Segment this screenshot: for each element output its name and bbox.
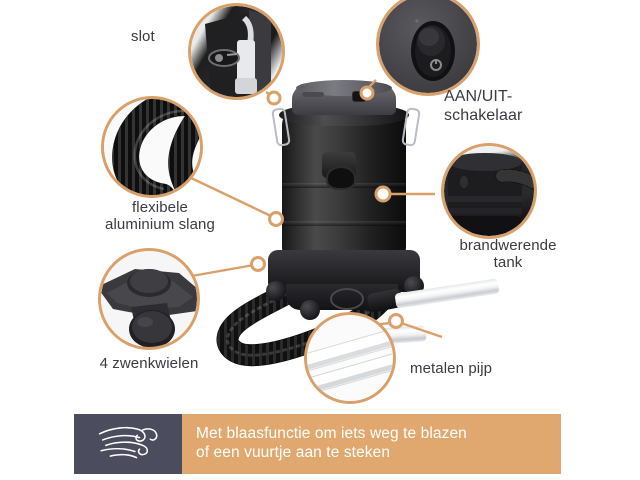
leader-dot-casters xyxy=(250,256,266,272)
leader-dot-pipe xyxy=(388,313,404,329)
motor-vent xyxy=(302,92,324,97)
callout-label-flexible-hose: flexibele aluminium slang xyxy=(105,199,215,233)
metal-pipe-icon xyxy=(307,315,393,401)
leader-line-slot xyxy=(265,90,278,101)
callout-slot[interactable] xyxy=(188,3,285,100)
power-switch[interactable] xyxy=(352,91,366,102)
leader-line-casters xyxy=(185,263,255,279)
bottom-banner: Met blaasfunctie om iets weg te blazen o… xyxy=(74,414,561,474)
leader-dot-hose xyxy=(268,211,284,227)
latch-clasp-icon xyxy=(191,6,282,97)
fireproof-tank-icon xyxy=(444,146,534,236)
banner-icon-panel xyxy=(74,414,182,474)
tank-inlet-collar xyxy=(326,166,356,190)
swivel-caster xyxy=(266,281,286,301)
callout-label-metal-pijp: metalen pijp xyxy=(410,360,493,377)
base-oval-detail xyxy=(330,288,364,310)
power-switch-icon xyxy=(379,0,477,93)
callout-label-fireproof-tank: brandwerende tank xyxy=(459,237,557,271)
callout-metal-pipe[interactable] xyxy=(304,312,396,404)
flexible-hose-icon xyxy=(104,99,200,195)
leader-dot-slot xyxy=(266,90,282,106)
swivel-caster xyxy=(300,300,320,320)
callout-flexible-hose[interactable] xyxy=(101,96,203,198)
callout-power-switch[interactable] xyxy=(376,0,480,96)
callout-fireproof-tank[interactable] xyxy=(441,143,537,239)
wind-blow-icon xyxy=(95,420,161,468)
banner-text-panel: Met blaasfunctie om iets weg te blazen o… xyxy=(182,414,561,474)
callout-casters[interactable] xyxy=(98,248,200,350)
banner-text: Met blaasfunctie om iets weg te blazen o… xyxy=(196,425,467,461)
callout-label-casters: 4 zwenkwielen xyxy=(99,355,199,372)
tank-rib xyxy=(282,221,406,226)
swivel-caster-icon xyxy=(101,251,197,347)
callout-label-slot: slot xyxy=(131,28,155,45)
callout-label-power-switch: AAN/UIT- schakelaar xyxy=(444,88,523,124)
